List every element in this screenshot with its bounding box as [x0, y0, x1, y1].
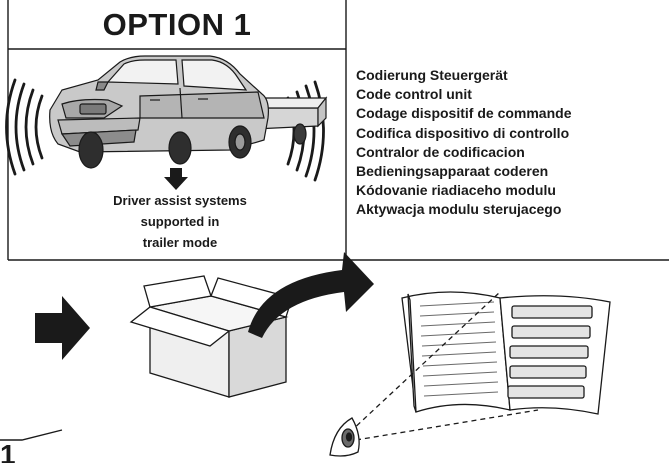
eye-icon — [329, 417, 360, 457]
page-number: 1 — [0, 440, 16, 463]
language-item-es: Contralor de codificacion — [356, 143, 525, 160]
caption-line: Driver assist systems — [113, 193, 247, 208]
language-item-it: Codifica dispositivo di controllo — [356, 124, 570, 141]
language-item-de: Codierung Steuergerät — [356, 67, 508, 83]
language-item-pl: Aktywacja modulu sterujacego — [356, 201, 562, 218]
open-manual-icon — [401, 291, 611, 415]
language-item-fr: Codage dispositif de commande — [356, 105, 572, 122]
caption-line: supported in — [140, 214, 220, 229]
caption-line: trailer mode — [142, 235, 218, 250]
open-box-icon — [129, 275, 293, 398]
language-item-nl: Bedieningsapparaat coderen — [356, 163, 549, 180]
driver-assist-caption: Driver assist systems supported in trail… — [70, 190, 290, 253]
sight-lines — [349, 291, 539, 441]
suv-with-trailer-icon — [49, 55, 269, 169]
language-list: Codierung Steuergerät Code control unit … — [356, 66, 662, 220]
page-corner-tab — [0, 429, 63, 441]
frame-lines — [7, 0, 669, 261]
language-item-en: Code control unit — [356, 86, 472, 103]
right-arrow-icon — [35, 296, 90, 360]
option-header: OPTION 1 — [8, 2, 346, 48]
radar-waves-left-icon — [5, 78, 44, 176]
curved-arrow-icon — [248, 252, 374, 338]
option-title: OPTION 1 — [102, 7, 252, 42]
language-item-sk: Kódovanie riadiaceho modulu — [356, 182, 556, 199]
down-arrow-icon — [164, 168, 188, 190]
